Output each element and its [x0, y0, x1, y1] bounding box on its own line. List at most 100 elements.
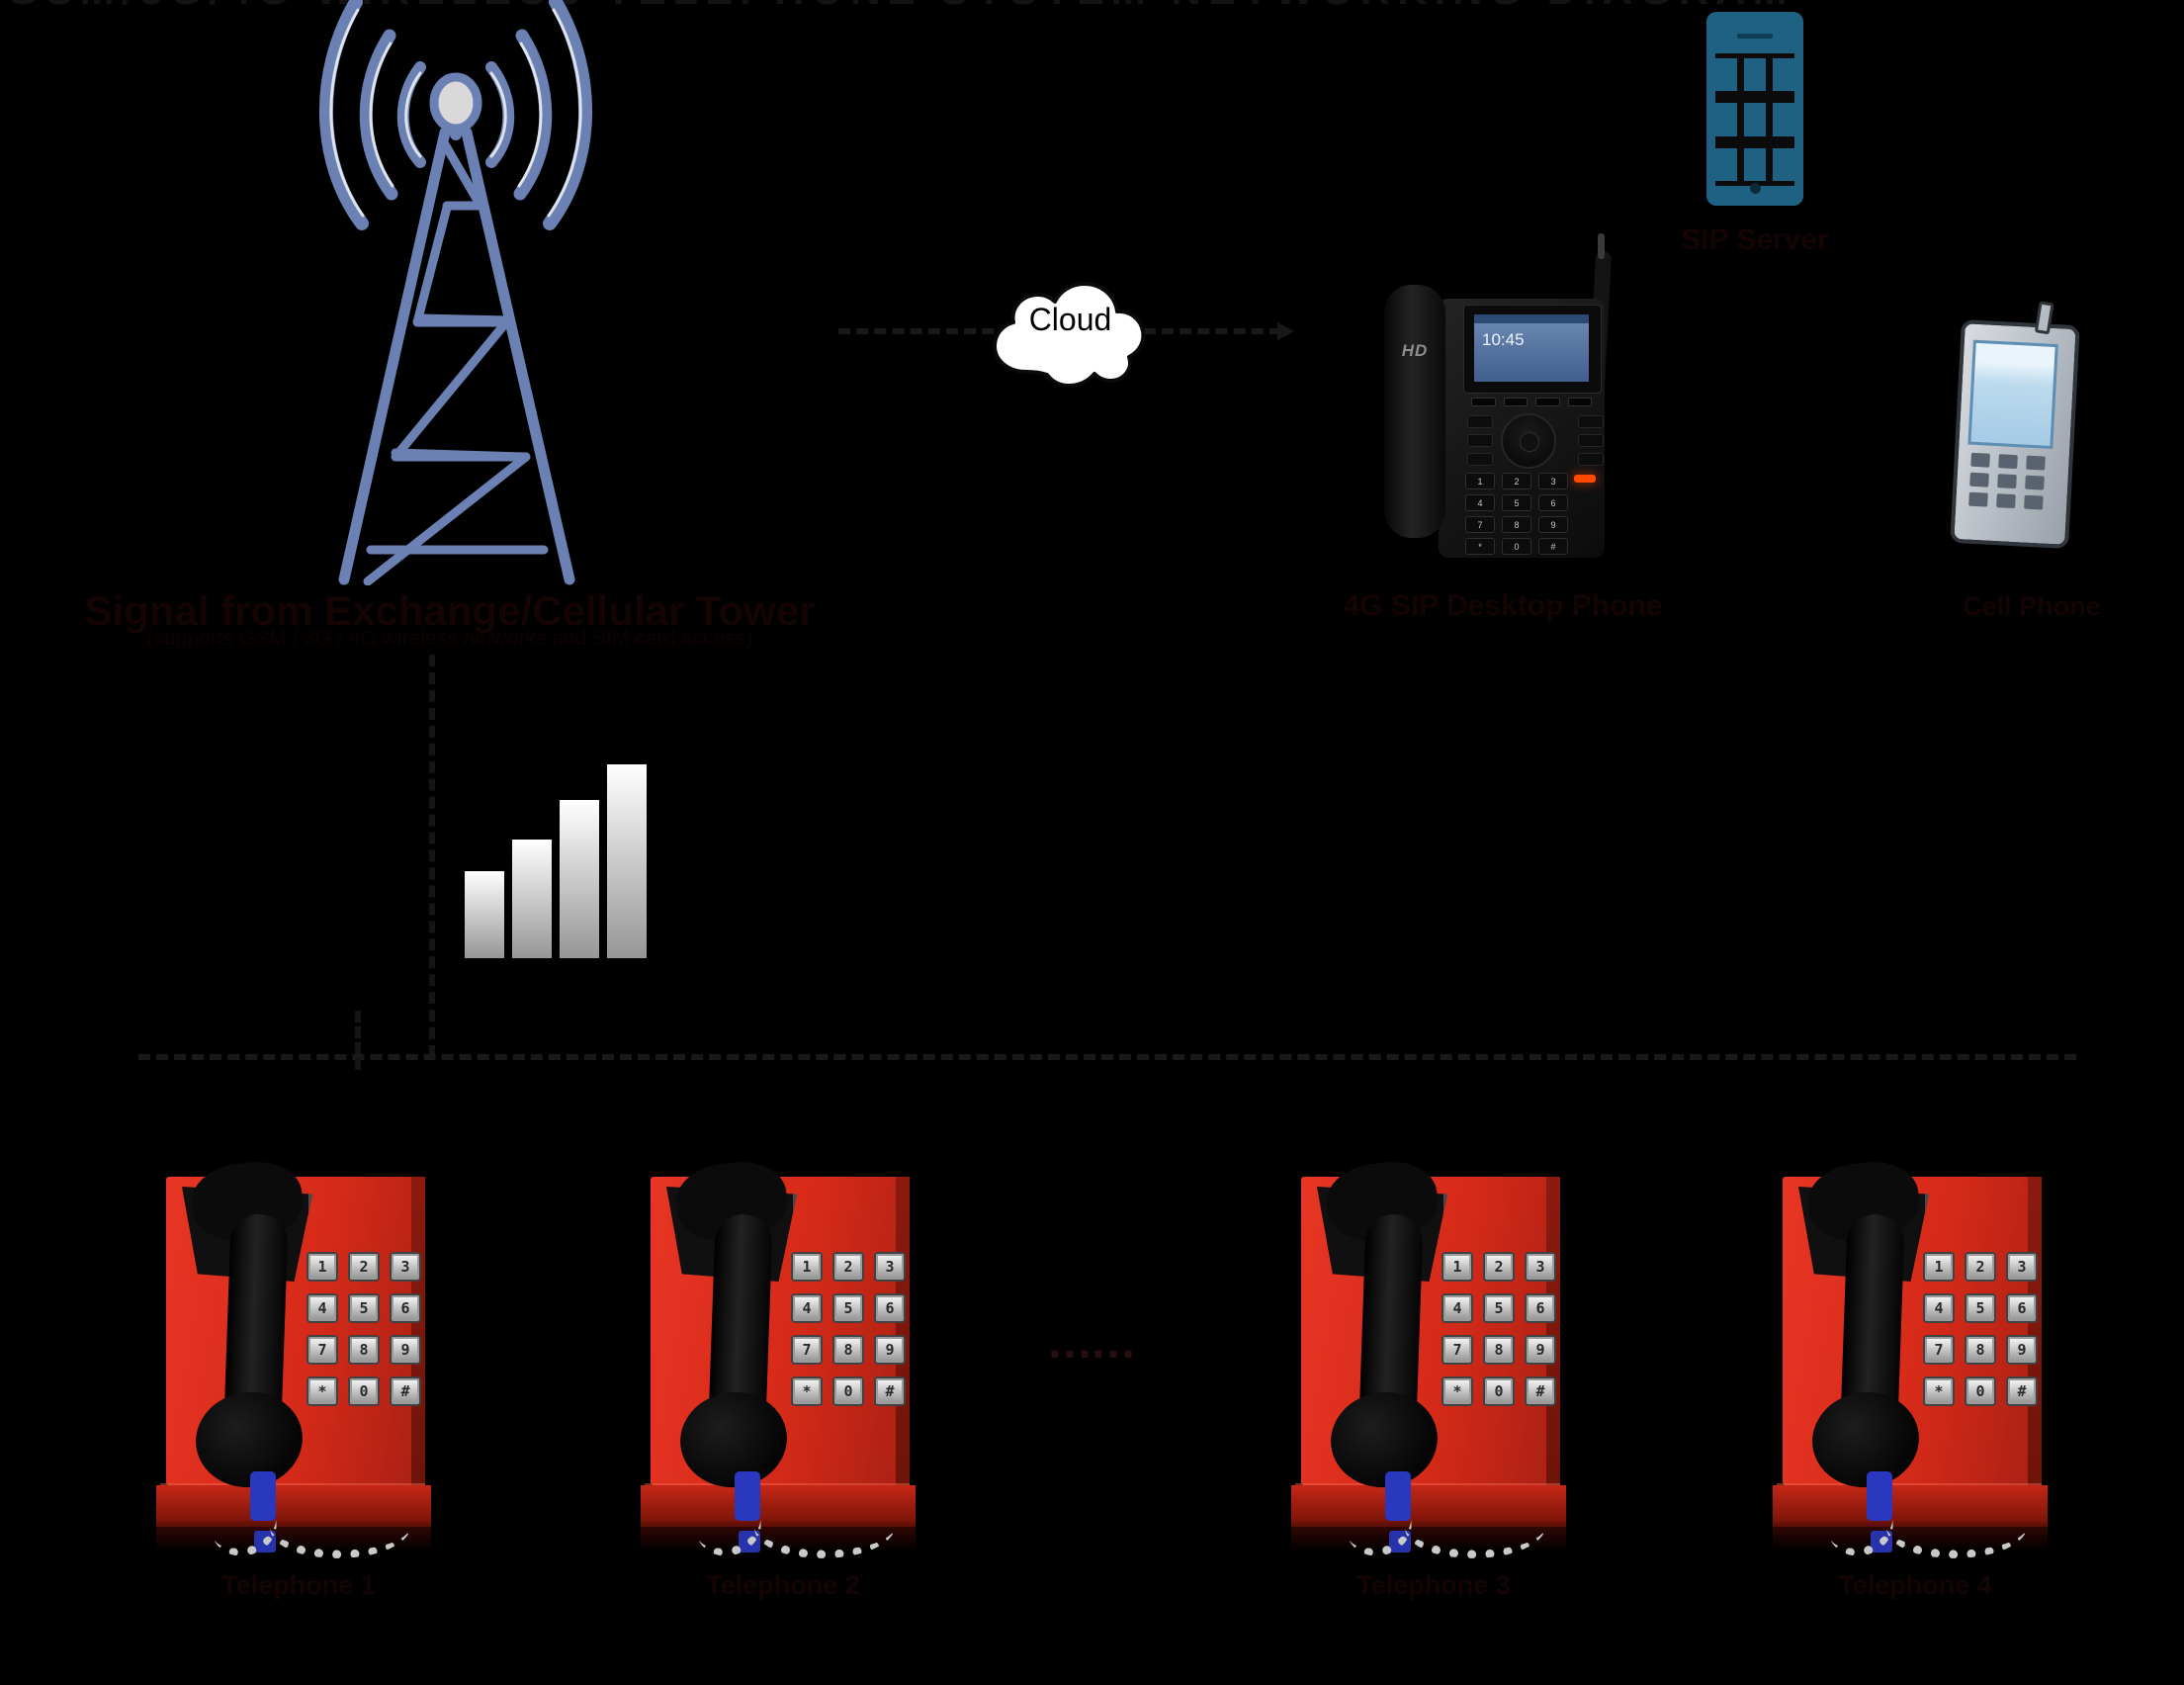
keypad-key: 4 — [1465, 494, 1495, 511]
ip-phone-line-keys — [1467, 415, 1493, 466]
keypad-key: 4 — [1923, 1293, 1955, 1323]
keypad-key: # — [874, 1376, 906, 1406]
red-phone-shadow — [156, 1521, 431, 1551]
ip-phone-handset — [1384, 285, 1445, 538]
red-phone-shadow — [641, 1521, 916, 1551]
ip-phone-function-keys — [1578, 415, 1604, 466]
signal-bar-2 — [512, 840, 552, 958]
keypad-key: # — [2006, 1376, 2038, 1406]
sip-server-label: SIP Server — [1681, 223, 1829, 256]
keypad-key: 8 — [832, 1335, 864, 1365]
keypad-key: # — [1538, 538, 1568, 555]
keypad-key: 9 — [874, 1335, 906, 1365]
keypad-key: * — [1441, 1376, 1473, 1406]
cell-tower-icon — [319, 0, 592, 585]
red-phone-lower-shelf — [1773, 1485, 2048, 1527]
keypad-key: * — [791, 1376, 823, 1406]
keypad-key: 6 — [2006, 1293, 2038, 1323]
keypad-key: 7 — [306, 1335, 338, 1365]
keypad-key: 0 — [1965, 1376, 1996, 1406]
keypad-key: 6 — [874, 1293, 906, 1323]
keypad-key: 5 — [1483, 1293, 1515, 1323]
ip-phone-handset-logo: HD — [1401, 341, 1429, 360]
keypad-key: 1 — [306, 1252, 338, 1282]
keypad-key: 8 — [1483, 1335, 1515, 1365]
keypad-key: 5 — [1965, 1293, 1996, 1323]
ip-phone-led — [1574, 475, 1596, 483]
cord-grip-blue-lower — [739, 1531, 760, 1552]
keypad-key: 9 — [1538, 516, 1568, 533]
tower-sublabel: (supports GSM / 3G / 4G wireless network… — [146, 627, 753, 650]
ip-phone-screen-bezel: 10:45 — [1463, 305, 1602, 394]
cord-grip-blue — [250, 1471, 276, 1521]
red-phone-foldline — [160, 1483, 425, 1486]
tower-to-bus-dashed-line — [429, 655, 435, 1057]
armored-cord — [1883, 1485, 2032, 1567]
armored-cord — [1402, 1485, 1550, 1567]
cloud-shape — [993, 282, 1146, 388]
tower-label: Signal from Exchange/Cellular Tower — [84, 587, 816, 634]
red-phone-foldline — [1777, 1483, 2042, 1486]
cropped-title-strip: GSM/3G/4G WIRELESS TELEPHONE SYSTEM NETW… — [0, 0, 2184, 13]
cord-grip-blue-lower — [1871, 1531, 1892, 1552]
red-phone-lower-shelf — [156, 1485, 431, 1527]
keypad-key: 3 — [1538, 473, 1568, 489]
keypad-key: 8 — [348, 1335, 380, 1365]
ip-phone-screen-time: 10:45 — [1482, 330, 1525, 349]
signal-bar-1 — [465, 871, 504, 958]
keypad-key: 4 — [1441, 1293, 1473, 1323]
ip-phone-screen-statusbar — [1474, 314, 1589, 323]
keypad-key: 1 — [1441, 1252, 1473, 1282]
signal-strength-bars — [465, 763, 653, 958]
keypad-key: 5 — [1502, 494, 1531, 511]
cropped-title-text: GSM/3G/4G WIRELESS TELEPHONE SYSTEM NETW… — [0, 0, 2184, 13]
armored-cord — [267, 1485, 415, 1567]
cord-grip-blue — [735, 1471, 760, 1521]
red-phone-2-label: Telephone 2 — [706, 1570, 860, 1600]
keypad-key: 1 — [1465, 473, 1495, 489]
red-phone-lower-shelf — [1291, 1485, 1566, 1527]
sip-icon-home-button — [1750, 183, 1761, 194]
keypad-key: 0 — [832, 1376, 864, 1406]
ip-phone-navpad — [1501, 413, 1556, 469]
armored-cord — [751, 1485, 900, 1567]
keypad-key: 7 — [1923, 1335, 1955, 1365]
keypad-key: 7 — [791, 1335, 823, 1365]
keypad-key: 7 — [1465, 516, 1495, 533]
keypad-key: 6 — [390, 1293, 421, 1323]
keypad-key: 2 — [1502, 473, 1531, 489]
keypad-key: 6 — [1525, 1293, 1556, 1323]
cloud-label: Cloud — [1028, 302, 1112, 337]
keypad-key: 4 — [791, 1293, 823, 1323]
keypad-key: # — [1525, 1376, 1556, 1406]
red-phone-foldline — [1295, 1483, 1560, 1486]
red-phone-4-label: Telephone 4 — [1838, 1570, 1992, 1600]
keypad-key: # — [390, 1376, 421, 1406]
keypad-key: 0 — [1483, 1376, 1515, 1406]
keypad-key: 2 — [1483, 1252, 1515, 1282]
sip-icon-speaker-slit — [1737, 34, 1773, 39]
keypad-key: 8 — [1965, 1335, 1996, 1365]
keypad-key: 0 — [1502, 538, 1531, 555]
keypad-key: 6 — [1538, 494, 1568, 511]
red-phone-1-label: Telephone 1 — [221, 1570, 376, 1600]
more-phones-ellipsis: …… — [1046, 1316, 1137, 1369]
keypad-key: 9 — [1525, 1335, 1556, 1365]
keypad-key: * — [1465, 538, 1495, 555]
cell-phone-screen — [1967, 339, 2058, 450]
ip-phone-label: 4G SIP Desktop Phone — [1343, 589, 1663, 622]
red-phone-shadow — [1773, 1521, 2048, 1551]
keypad-key: 2 — [832, 1252, 864, 1282]
keypad-key: * — [1923, 1376, 1955, 1406]
keypad-key: 4 — [306, 1293, 338, 1323]
keypad-key: 3 — [1525, 1252, 1556, 1282]
keypad-key: 1 — [791, 1252, 823, 1282]
keypad-key: 2 — [348, 1252, 380, 1282]
